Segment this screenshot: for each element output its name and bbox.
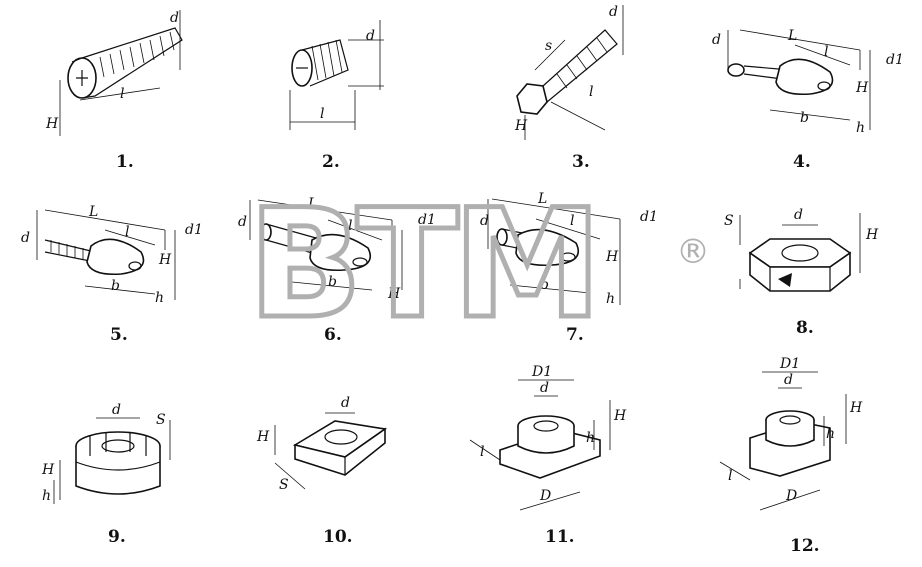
figure-1-drawing: d H l [45, 10, 183, 136]
figure-3-drawing: d s H l [514, 4, 624, 140]
btm-watermark-text: BTM [248, 178, 596, 352]
figure-3-label-l: l [589, 84, 593, 100]
figure-7-label-l-upper: L [537, 191, 547, 207]
figure-6-caption: 6. [324, 325, 342, 345]
figure-11-label-d-outer: D [539, 488, 551, 504]
figure-9-caption: 9. [108, 527, 126, 547]
figure-12-t-slot-nut-boss: D1 d H h l D [700, 350, 880, 530]
registered-mark: ® [676, 232, 710, 272]
figure-4-label-l: l [824, 44, 828, 60]
figure-11-label-l: l [480, 444, 484, 460]
figure-12-label-d: d [784, 372, 793, 388]
figure-2-set-screw: d l [270, 10, 400, 140]
figure-5-label-l: l [125, 224, 129, 240]
figure-6-label-l-upper: L [307, 196, 317, 212]
figure-1-label-l: l [120, 86, 124, 102]
figure-3-label-d: d [609, 4, 618, 20]
btm-watermark-logo: BTM [246, 176, 605, 355]
figure-4-label-b: b [800, 110, 809, 126]
figure-6-eye-pin: d L l d1 b H [232, 190, 452, 320]
figure-3-label-h: H [514, 118, 528, 134]
figure-4-label-h-upper: H [855, 80, 869, 96]
figure-7-label-l: l [570, 213, 574, 229]
figure-11-label-h: h [586, 430, 595, 446]
figure-8-caption: 8. [796, 318, 814, 338]
figure-7-label-h: h [606, 291, 615, 307]
figure-6-label-h: H [387, 286, 401, 302]
figure-7-label-d1: d1 [640, 209, 658, 225]
figure-6-label-d1: d1 [418, 212, 436, 228]
figure-3-hex-bolt: d s H l [505, 0, 635, 150]
figure-9-castle-nut: d S H h [30, 390, 200, 520]
figure-10-label-h: H [256, 429, 270, 445]
figure-7-caption: 7. [566, 325, 584, 345]
figure-3-caption: 3. [572, 152, 590, 172]
figure-9-label-s: S [156, 412, 166, 428]
figure-9-label-h: h [42, 488, 51, 504]
figure-7-label-h-upper: H [605, 249, 619, 265]
figure-9-label-d: d [112, 402, 121, 418]
figure-6-label-l: l [348, 218, 352, 234]
figure-11-label-d1: D1 [531, 364, 552, 380]
figure-8-drawing: S d H [724, 207, 879, 292]
figure-12-label-h-upper: H [849, 400, 863, 416]
figure-4-drawing: d L l d1 H b h [712, 28, 904, 136]
figure-5-threaded-eye-bolt: d L l d1 H b h [15, 190, 215, 320]
figure-5-caption: 5. [110, 325, 128, 345]
figure-8-hex-nut: S d H [720, 195, 900, 315]
figure-2-label-l: l [320, 106, 324, 122]
figure-4-caption: 4. [793, 152, 811, 172]
figure-4-eye-bolt: d L l d1 H b h [700, 10, 910, 140]
figure-1-cross-head-screw: d H l [20, 0, 200, 150]
figure-7-short-eye-pin: d L l d1 H b h [480, 185, 680, 320]
figure-3-label-s: s [545, 38, 552, 54]
figure-10-drawing: H d S [256, 395, 388, 493]
figure-5-label-h-upper: H [158, 252, 172, 268]
figure-5-label-d: d [21, 230, 30, 246]
figure-10-label-s: S [279, 477, 289, 493]
figure-10-label-d: d [341, 395, 350, 411]
figure-11-drawing: D1 d H h l D [469, 364, 627, 511]
figure-2-drawing: d l [289, 20, 384, 130]
figure-12-label-l: l [728, 468, 732, 484]
figure-8-label-d: d [794, 207, 803, 223]
figure-12-drawing: D1 d H h l D [719, 356, 863, 511]
figure-5-label-h: h [155, 290, 164, 306]
figure-12-label-h: h [826, 426, 835, 442]
figure-11-caption: 11. [545, 527, 575, 547]
figure-4-label-h: h [856, 120, 865, 136]
figure-12-label-d1: D1 [779, 356, 800, 372]
figure-1-label-h: H [45, 116, 59, 132]
figure-5-label-d1: d1 [185, 222, 203, 238]
figure-8-label-h: H [865, 227, 879, 243]
figure-10-square-nut: H d S [245, 385, 405, 510]
figure-1-label-d: d [170, 10, 179, 26]
figure-10-caption: 10. [323, 527, 353, 547]
figure-12-caption: 12. [790, 536, 820, 556]
figure-11-t-slot-nut: D1 d H h l D [460, 360, 640, 525]
figure-5-label-b: b [111, 278, 120, 294]
figure-6-label-d: d [238, 214, 247, 230]
figure-1-caption: 1. [116, 152, 134, 172]
figure-5-label-l-upper: L [88, 204, 98, 220]
figure-12-label-d-outer: D [785, 488, 797, 504]
figure-11-label-h-upper: H [613, 408, 627, 424]
figure-4-label-d1: d1 [886, 52, 904, 68]
figure-5-drawing: d L l d1 H b h [21, 204, 203, 306]
figure-8-label-s: S [724, 213, 734, 229]
figure-9-drawing: d S H h [41, 402, 171, 504]
figure-7-drawing: d L l d1 H b h [480, 191, 658, 307]
figure-7-label-b: b [540, 277, 549, 293]
figure-9-label-h-upper: H [41, 462, 55, 478]
figure-2-caption: 2. [322, 152, 340, 172]
figure-2-label-d: d [366, 28, 375, 44]
figure-11-label-d: d [540, 380, 549, 396]
figure-7-label-d: d [480, 213, 489, 229]
figure-6-drawing: d L l d1 b H [238, 196, 436, 302]
figure-4-label-d: d [712, 32, 721, 48]
figure-4-label-l-upper: L [787, 28, 797, 44]
figure-6-label-b: b [328, 274, 337, 290]
